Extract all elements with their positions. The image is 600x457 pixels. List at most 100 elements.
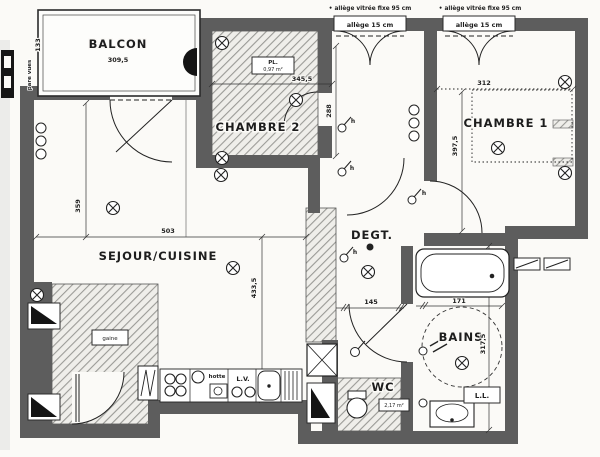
wall-chambre1-bottom	[424, 233, 518, 246]
window-sill-box-right	[442, 15, 516, 32]
wall-chambre2-bottom	[196, 155, 308, 168]
dim-balcon-depth: 133	[34, 38, 42, 52]
wall-right-upper	[575, 18, 588, 239]
room-label-balcon: BALCON	[89, 37, 148, 51]
washing-machine-box	[463, 386, 501, 404]
room-label-bains: BAINS	[439, 330, 484, 344]
dim-degt-width: 145	[364, 298, 378, 306]
hatch-kitchen	[51, 283, 159, 425]
point-light-icon	[366, 243, 374, 251]
bains-door-leaf	[365, 303, 408, 345]
hob-icon	[164, 373, 187, 397]
wall-kitchen-bottom	[148, 400, 312, 414]
doors-windows	[71, 15, 573, 425]
vent-boxes	[513, 257, 571, 271]
wall-light-label: h	[351, 118, 355, 125]
sill-label-left: allège 15 cm	[347, 21, 394, 29]
wall-step	[505, 226, 588, 239]
closet-label: PL.	[268, 60, 278, 66]
dim-bains-height: 317,5	[479, 333, 487, 354]
hatched-zones	[51, 30, 574, 432]
dim-sejour-right: 433,5	[250, 277, 258, 298]
balcony-light-icon	[183, 48, 197, 76]
screen-note: pare vues	[27, 59, 33, 90]
labels: BALCON 309,5 133 pare vues • allège vitr…	[26, 5, 549, 412]
balcony-door-leaf	[115, 99, 173, 153]
dishwasher-label: L.V.	[236, 375, 249, 383]
dim-chambre2-width: 345,5	[292, 75, 313, 83]
closet-box	[251, 56, 295, 75]
scan-edge	[0, 40, 10, 450]
fixtures	[27, 248, 571, 428]
glazing-note-left: • allège vitrée fixe 95 cm	[329, 5, 411, 12]
kitchen-door-swing-area	[72, 372, 124, 424]
chambre1-door-arc	[429, 180, 483, 234]
wc-toilet	[346, 390, 368, 419]
room-label-chambre2: CHAMBRE 2	[216, 120, 301, 134]
room-label-chambre1: CHAMBRE 1	[464, 116, 549, 130]
bathtub	[415, 248, 510, 298]
wall-hall-left-a	[318, 31, 332, 93]
shower-tray	[306, 343, 338, 377]
washer-label: L.L.	[475, 392, 489, 400]
kitchen-counter	[159, 368, 303, 403]
wall-light-label: h	[422, 190, 426, 197]
dim-chambre1-height: 397,5	[451, 135, 459, 156]
sink-icon	[191, 370, 205, 384]
dim-balcon: 309,5	[108, 56, 129, 64]
sill-label-right: allège 15 cm	[456, 21, 503, 29]
window-casement-arc	[369, 30, 405, 66]
window-casement-arc	[444, 30, 480, 66]
oven-icon	[209, 383, 228, 399]
wc-area-box	[378, 398, 410, 412]
degt-door-arc	[346, 157, 405, 216]
balcony-door-arc	[109, 99, 173, 163]
wall-bottom-right	[298, 431, 518, 444]
wall-bains-left-lower	[401, 362, 413, 432]
hatch-chambre2	[211, 30, 319, 158]
duct-box	[91, 329, 129, 346]
wall-light-label: h	[350, 165, 354, 172]
wall-degt-left-upper	[308, 155, 320, 213]
dim-sejour-width: 503	[161, 227, 175, 235]
glazing-note-right: • allège vitrée fixe 95 cm	[439, 5, 521, 12]
hatch-wall-mark-1	[552, 119, 574, 129]
wall-hall-left-b	[318, 126, 332, 158]
dim-bains-width: 171	[452, 297, 466, 305]
dim-sejour-left: 359	[74, 199, 82, 213]
bed-outline	[471, 89, 573, 163]
dim-chambre2-height: 288	[325, 104, 333, 118]
wall-chambre1-left	[424, 31, 437, 181]
wall-bottom-left	[20, 424, 160, 438]
bains-door-arc	[348, 303, 408, 363]
window-sill-box-left	[333, 15, 407, 32]
balcony	[1, 9, 201, 98]
wall-bains-left-upper	[401, 246, 413, 304]
dim-chambre1-width: 312	[477, 79, 491, 87]
duct-label: gaine	[102, 336, 118, 342]
shaft-boxes	[27, 302, 336, 424]
wall-light-label: h	[353, 249, 357, 256]
room-label-degt: DEGT.	[351, 228, 393, 242]
tap-icon	[429, 337, 448, 353]
ceiling-light-icons	[29, 35, 573, 371]
hood-label: hotte	[209, 374, 226, 380]
hatch-duct-column	[305, 207, 337, 343]
closet-area-label: 0,97 m²	[263, 67, 283, 73]
balcony-railing	[37, 9, 201, 97]
screen-wall-slit-2	[4, 76, 11, 88]
coil-icon	[284, 371, 298, 400]
washbasin	[429, 400, 475, 428]
fridge-icon	[257, 370, 281, 401]
dishwasher-icon	[231, 386, 256, 398]
wall-light-icons	[337, 116, 422, 263]
window-casement-arc	[335, 30, 371, 66]
room-label-sejour: SEJOUR/CUISINE	[99, 249, 218, 263]
screen-wall-slit-1	[4, 56, 11, 68]
socket-icons	[35, 104, 428, 408]
window-casement-arc	[478, 30, 514, 66]
kitchen-door-arc	[71, 371, 125, 425]
wc-label: WC	[371, 380, 394, 394]
